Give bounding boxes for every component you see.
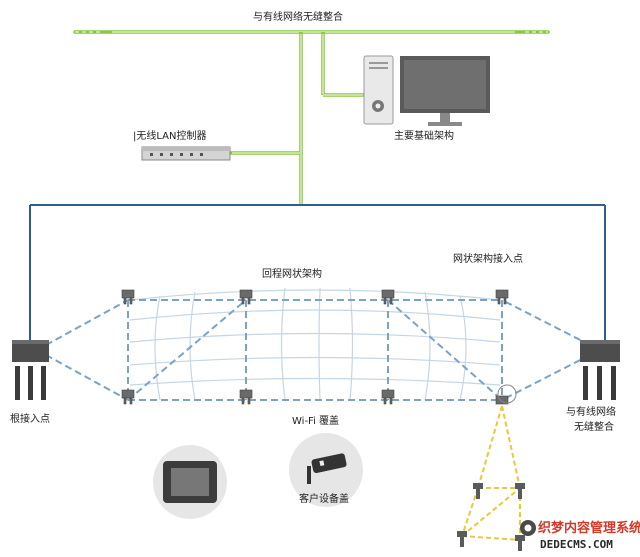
backbone-line xyxy=(29,204,606,342)
right-integration-label-1: 与有线网络 xyxy=(566,405,616,418)
mesh-access-point-label: 网状架构接入点 xyxy=(453,252,523,265)
client-mesh-links xyxy=(461,405,521,541)
server-tower-icon xyxy=(363,55,394,125)
network-switch-icon xyxy=(141,146,231,161)
root-access-point-icon xyxy=(12,340,49,400)
backhaul-mesh-label: 回程网状架构 xyxy=(262,267,322,280)
root-access-point-label: 根接入点 xyxy=(10,412,50,425)
highlighted-ap-ring xyxy=(497,384,517,404)
mesh-access-point-icon xyxy=(121,289,509,405)
rugged-tablet-icon xyxy=(153,445,227,519)
mesh-links xyxy=(45,299,591,401)
security-camera-icon xyxy=(289,433,363,507)
watermark-line2: DEDECMS.COM xyxy=(540,538,613,551)
right-integration-label-2: 无缝整合 xyxy=(574,420,614,433)
top-integration-label: 与有线网络无缝整合 xyxy=(253,10,343,23)
client-coverage-label: 客户设备盖 xyxy=(299,492,349,505)
client-device-icon xyxy=(457,483,525,551)
monitor-icon xyxy=(400,56,490,126)
wired-drops xyxy=(230,32,365,205)
watermark-line1: 织梦内容管理系统 xyxy=(538,520,640,536)
wifi-coverage-label: Wi-Fi 覆盖 xyxy=(292,414,339,427)
watermark-logo-icon xyxy=(520,520,536,536)
wlan-controller-label: |无线LAN控制器 xyxy=(133,129,207,142)
coverage-grid xyxy=(129,287,501,401)
gateway-access-point-icon xyxy=(580,340,620,400)
infrastructure-label: 主要基础架构 xyxy=(394,129,454,142)
